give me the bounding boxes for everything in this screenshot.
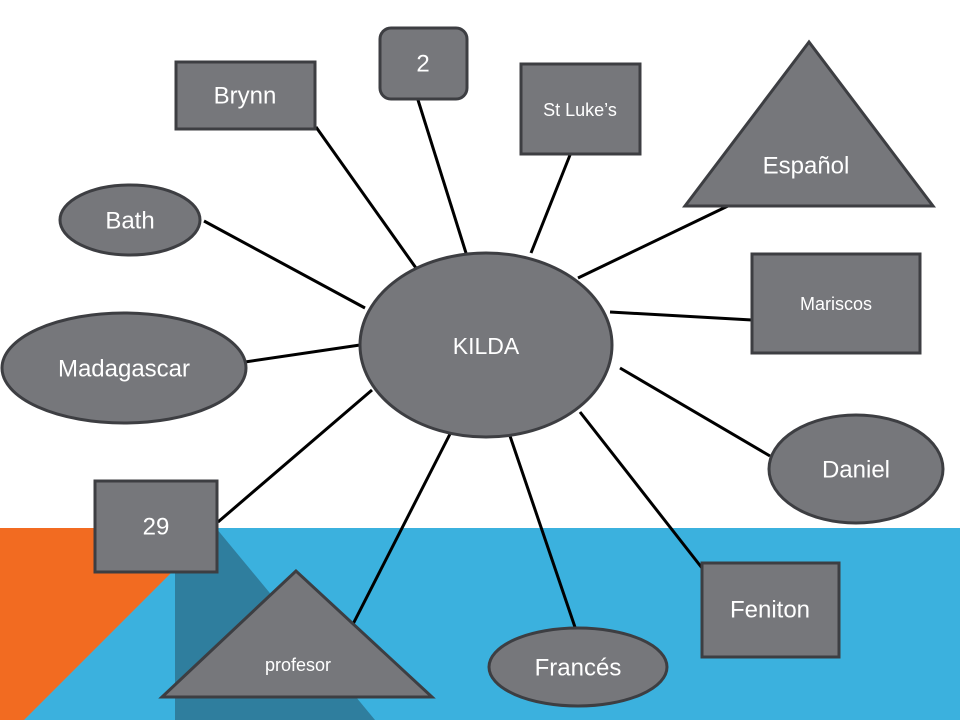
edge-daniel — [619, 366, 771, 458]
node-daniel: Daniel — [767, 413, 945, 525]
node-feniton: Feniton — [700, 561, 841, 659]
node-label-twenty-nine: 29 — [143, 514, 170, 541]
orange-band — [0, 528, 216, 720]
edge-feniton — [578, 411, 704, 569]
node-label-espanol: Español — [763, 153, 850, 180]
node-mariscos: Mariscos — [750, 252, 922, 355]
center-label: KILDA — [453, 333, 520, 359]
edges — [203, 99, 771, 637]
node-label-frances: Francés — [535, 655, 622, 682]
node-frances: Francés — [487, 626, 669, 708]
center-node: KILDA — [358, 251, 614, 439]
edge-bath — [203, 219, 366, 310]
node-label-two: 2 — [416, 51, 429, 78]
edge-madagascar — [244, 343, 361, 364]
edge-mariscos — [609, 310, 753, 322]
node-espanol: Español — [681, 39, 937, 208]
node-label-feniton: Feniton — [730, 597, 810, 624]
node-label-profesor: profesor — [265, 655, 331, 675]
edge-frances — [508, 435, 580, 637]
node-madagascar: Madagascar — [0, 311, 248, 425]
edge-two — [416, 99, 468, 254]
edge-st-lukes — [529, 154, 572, 254]
edge-espanol — [577, 203, 731, 280]
nodes: KILDA Brynn 2 St Luke’s Español Bath — [0, 26, 945, 708]
node-label-mariscos: Mariscos — [800, 294, 872, 314]
edge-brynn — [314, 126, 418, 269]
node-st-lukes: St Luke’s — [519, 62, 642, 156]
node-label-brynn: Brynn — [214, 83, 277, 110]
node-brynn: Brynn — [174, 60, 317, 131]
node-label-bath: Bath — [105, 208, 154, 235]
node-label-daniel: Daniel — [822, 457, 890, 484]
node-twenty-nine: 29 — [93, 479, 219, 574]
node-two: 2 — [378, 26, 469, 101]
edge-profesor — [348, 433, 452, 631]
node-label-madagascar: Madagascar — [58, 356, 190, 383]
node-profesor: profesor — [158, 568, 436, 699]
node-bath: Bath — [58, 183, 202, 257]
node-label-st-lukes: St Luke’s — [543, 100, 617, 120]
edge-twenty-nine — [217, 388, 373, 524]
